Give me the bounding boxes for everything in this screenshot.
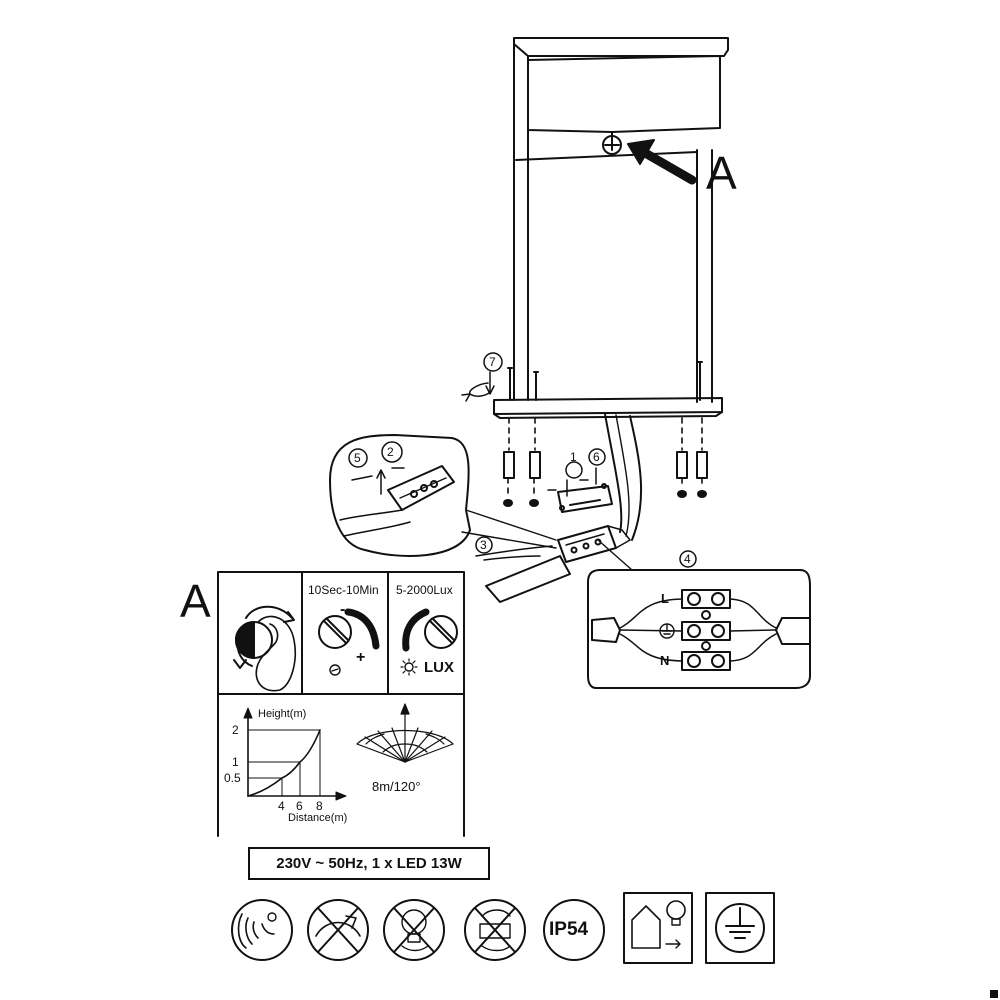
lamp-post-left-edge <box>513 43 529 401</box>
terminal-detail <box>587 539 811 689</box>
anchor-guides <box>507 417 703 499</box>
lamp-top-cap <box>513 37 729 57</box>
terminal-neutral-label: N <box>660 653 670 668</box>
drill-holes <box>503 490 707 507</box>
lux-label: LUX <box>424 659 454 676</box>
chart-x-tick-8: 8 <box>316 799 323 813</box>
led-not-replaceable-icon <box>383 899 445 961</box>
ip54-icon <box>543 899 605 961</box>
chart-grid <box>247 729 321 797</box>
step-4-label: 4 <box>684 552 691 566</box>
step-1-label: 1 <box>570 450 577 464</box>
driver-not-replaceable-icon <box>464 899 526 961</box>
lamp-head <box>527 55 721 133</box>
sensor-dial-hand-icon <box>233 605 296 692</box>
terminal-live-label: L <box>661 591 669 606</box>
ip-rating-label: IP54 <box>549 919 589 940</box>
step-7-arrow <box>461 352 503 402</box>
electrical-spec-box: 230V ~ 50Hz, 1 x LED 13W <box>248 847 490 880</box>
time-plus-label: + <box>356 649 366 666</box>
ground-cable <box>485 555 571 603</box>
motion-sensor <box>602 135 622 155</box>
detection-fan-icon <box>356 703 454 763</box>
junction-box-open <box>547 448 613 513</box>
time-dial-icon <box>318 608 380 676</box>
time-range-label: 10Sec-10Min <box>308 583 379 597</box>
callout-label-a-main: A <box>706 147 737 199</box>
detection-curve <box>247 729 321 797</box>
chart-x-axis-label: Distance(m) <box>288 812 348 824</box>
detection-panel <box>217 693 465 837</box>
chart-y-axis-label: Height(m) <box>258 708 307 720</box>
lux-dial-icon <box>400 608 458 676</box>
chart-x-tick-4: 4 <box>278 799 285 813</box>
outdoor-house-lamp-icon <box>623 892 693 964</box>
settings-panel <box>217 571 465 695</box>
lux-range-label: 5-2000Lux <box>396 583 453 597</box>
step-6-label: 6 <box>593 450 600 464</box>
wall-anchors <box>503 451 708 479</box>
motion-sensor-icon <box>231 899 293 961</box>
step-2-label: 2 <box>387 445 394 459</box>
chart-y-tick-1: 1 <box>232 755 239 769</box>
supply-cable <box>604 413 623 533</box>
height-distance-chart <box>243 707 347 801</box>
detail-zoom-connector <box>329 434 557 557</box>
detection-range-label: 8m/120° <box>372 779 421 794</box>
earth-symbol <box>659 623 675 639</box>
step-3-label: 3 <box>480 538 487 552</box>
chart-y-tick-2: 2 <box>232 723 239 737</box>
callout-arrow-a <box>627 139 697 185</box>
chart-x-tick-6: 6 <box>296 799 303 813</box>
lamp-post-right-edge <box>696 149 713 403</box>
time-minus-label: - <box>340 601 346 618</box>
protective-earth-icon <box>705 892 775 964</box>
callout-label-a-panel: A <box>180 575 211 627</box>
no-dimmer-icon <box>307 899 369 961</box>
corner-marker <box>990 990 998 998</box>
chart-y-tick-0-5: 0.5 <box>224 771 241 785</box>
base-bolts <box>507 361 703 401</box>
terminal-block <box>681 589 731 671</box>
step-5-label: 5 <box>354 451 361 465</box>
step-7-label: 7 <box>489 355 496 369</box>
lamp-base-plate <box>493 397 723 415</box>
bollard-lamp <box>493 37 729 541</box>
